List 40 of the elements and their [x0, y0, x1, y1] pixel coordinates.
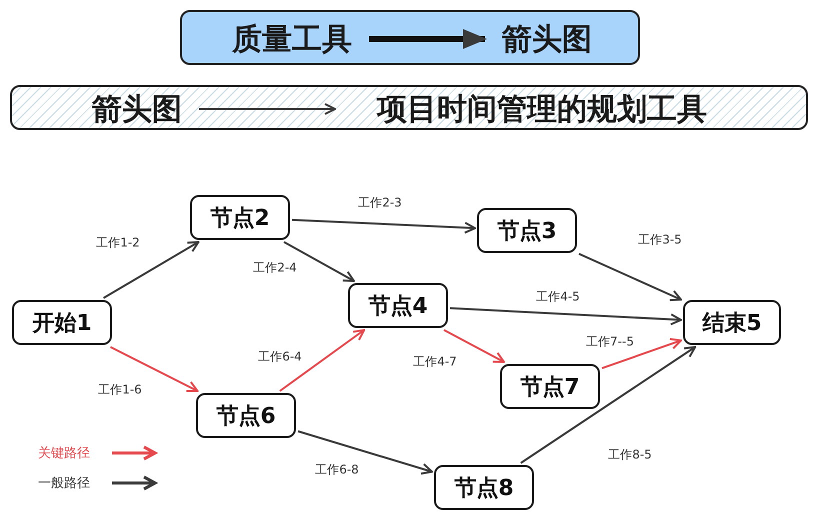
event-node-box: 节点4 — [348, 283, 448, 328]
heading-text: 项目时间管理的规划工具 — [337, 88, 747, 130]
edge-label: 工作1-6 — [96, 382, 144, 398]
legend-label: 关键路径 — [38, 445, 90, 462]
edge-label: 工作4-5 — [534, 288, 582, 306]
arrow — [450, 307, 682, 326]
arrow — [284, 241, 355, 282]
title-banner — [180, 10, 640, 65]
event-node-box: 节点6 — [196, 393, 296, 438]
arrow — [199, 103, 336, 115]
edge-label: 工作2-3 — [356, 194, 404, 212]
arrow — [110, 346, 199, 392]
arrow — [103, 241, 200, 299]
arrow — [444, 329, 506, 363]
arrow — [602, 338, 682, 370]
event-node-box: 节点3 — [477, 208, 577, 253]
arrow — [298, 430, 433, 475]
heading-text: 质量工具 — [217, 16, 367, 62]
event-node-box: 节点8 — [434, 465, 534, 510]
arrow — [578, 252, 682, 302]
edge-label: 工作4-7 — [411, 354, 459, 370]
heading-text: 箭头图 — [77, 88, 197, 130]
edge-label: 工作6-4 — [256, 348, 304, 366]
subtitle-banner — [10, 85, 808, 130]
edge-label: 工作2-4 — [251, 260, 299, 276]
arrow — [279, 329, 366, 392]
edge-label: 工作6-8 — [313, 462, 361, 478]
edge-label: 工作8-5 — [606, 446, 654, 464]
arrow — [369, 29, 487, 49]
edge-label: 工作3-5 — [636, 232, 684, 248]
event-node-box: 结束5 — [683, 300, 781, 345]
arrow — [520, 346, 696, 464]
legend-label: 一般路径 — [38, 475, 90, 492]
edge-label: 工作1-2 — [94, 234, 142, 252]
event-node-box: 开始1 — [12, 300, 112, 345]
event-node-box: 节点7 — [500, 364, 600, 409]
event-node-box: 节点2 — [190, 195, 290, 240]
heading-text: 箭头图 — [487, 16, 607, 62]
arrow — [292, 218, 476, 234]
edge-label: 工作7--5 — [584, 334, 636, 350]
